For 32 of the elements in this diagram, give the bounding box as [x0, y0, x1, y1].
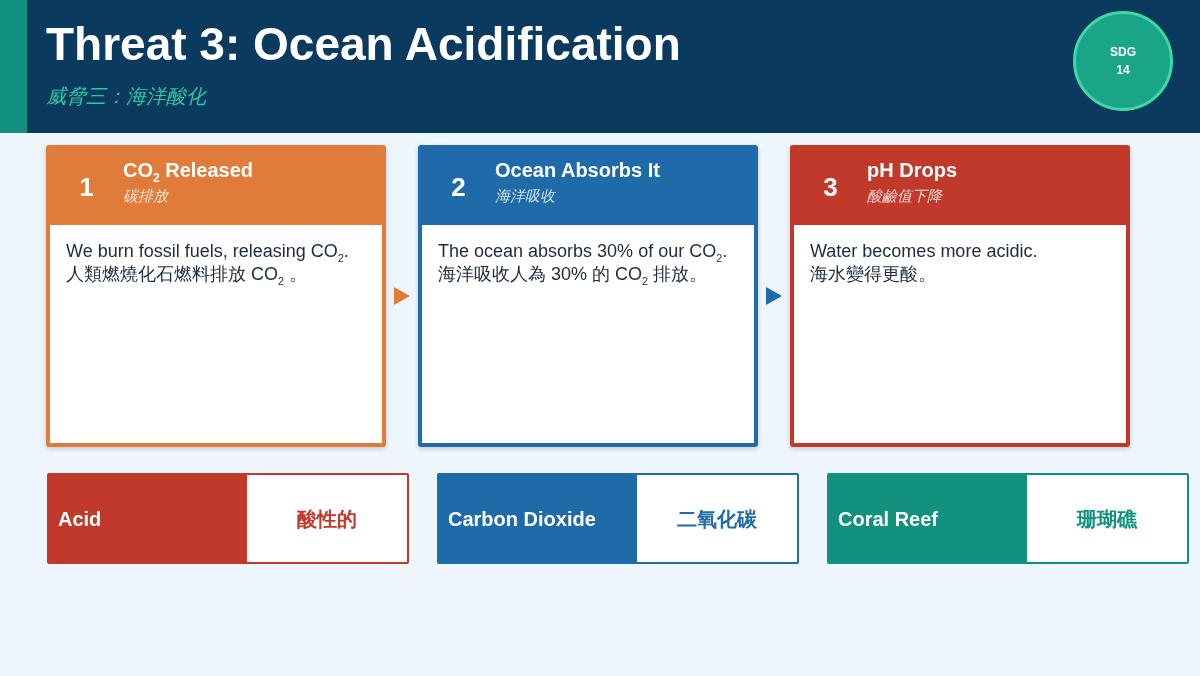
page-subtitle: 威脅三：海洋酸化: [46, 84, 206, 109]
step-description: 人類燃燒化石燃料排放 CO$_{2}$ 。: [66, 263, 308, 286]
step-card: [418, 145, 758, 447]
vocabulary-translation: 珊瑚礁: [1077, 506, 1137, 531]
vocabulary-term: Carbon Dioxide: [448, 506, 596, 531]
step-description: 海水變得更酸。: [810, 263, 936, 286]
step-description: 海洋吸收人為 30% 的 CO$_{2}$ 排放。: [438, 263, 708, 286]
arrow: [394, 287, 410, 305]
step-number: 2: [451, 171, 466, 203]
vocabulary-translation: 二氧化碳: [677, 506, 757, 531]
vocabulary-term: Coral Reef: [838, 506, 939, 531]
step-card: [790, 145, 1130, 447]
step-description: We burn fossil fuels, releasing CO$_{2}$.: [66, 240, 349, 263]
vocabulary-card: [827, 473, 1189, 564]
step-number: 3: [823, 171, 838, 203]
step-title: CO$_{2}$ Released: [123, 158, 254, 182]
step-description: The ocean absorbs 30% of our CO$_{2}$.: [438, 240, 728, 263]
vocabulary-translation: 酸性的: [297, 506, 357, 531]
step-card: [46, 145, 386, 447]
badge-label: SDG 14: [1109, 44, 1137, 79]
step-subtitle: 酸鹼值下降: [867, 186, 942, 206]
page-title: Threat 3: Ocean Acidification: [46, 17, 681, 72]
step-title: Ocean Absorbs It: [495, 158, 660, 182]
arrow: [766, 287, 782, 305]
step-number: 1: [79, 171, 94, 203]
vocabulary-card: [47, 473, 409, 564]
step-title: pH Drops: [867, 158, 957, 182]
step-description: Water becomes more acidic.: [810, 240, 1038, 263]
vocabulary-card: [437, 473, 799, 564]
vocabulary-term: Acid: [58, 506, 102, 531]
step-subtitle: 碳排放: [123, 186, 168, 206]
step-subtitle: 海洋吸收: [495, 186, 555, 206]
